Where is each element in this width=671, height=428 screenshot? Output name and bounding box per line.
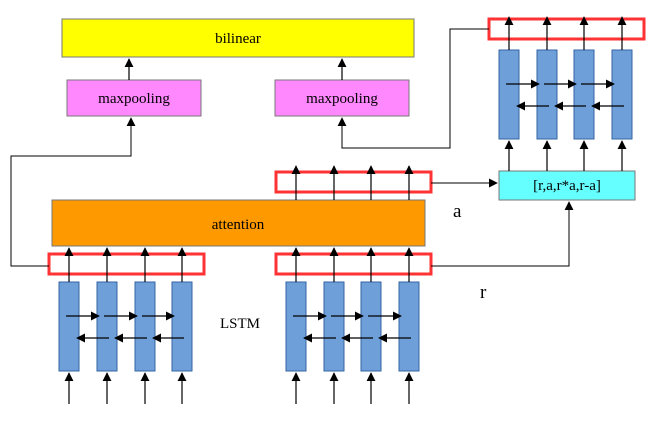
lstm-cell <box>171 281 193 372</box>
attention-output-highlight <box>274 170 433 194</box>
lstm-right-output-highlight <box>274 252 433 276</box>
maxpooling-right-label: maxpooling <box>306 91 378 107</box>
bilinear-label: bilinear <box>215 31 261 47</box>
bilinear-box: bilinear <box>61 18 415 58</box>
maxpooling-left-label: maxpooling <box>98 91 170 107</box>
attention-box: attention <box>51 199 426 247</box>
top-lstm-to-maxpooling-connector <box>337 28 489 149</box>
lstm-cell <box>323 281 345 372</box>
highlight-bars <box>47 17 646 276</box>
a-label: a <box>453 201 462 222</box>
lstm-cell <box>96 281 118 372</box>
top-lstm-output-highlight <box>487 17 646 41</box>
lstm-top-right <box>498 16 633 171</box>
lstm-label: LSTM <box>220 316 260 332</box>
lstm-left <box>58 247 193 404</box>
lstm-cell <box>573 49 595 140</box>
r-to-concat-connector <box>431 201 574 267</box>
lstm-left-output-highlight <box>47 252 206 276</box>
attention-output-arrows <box>291 165 414 200</box>
attention-label: attention <box>212 217 265 233</box>
connectors <box>10 28 574 267</box>
concat-box: [r,a,r*a,r-a] <box>498 170 636 201</box>
lstm-cell <box>360 281 382 372</box>
maxpooling-left-box: maxpooling <box>66 79 202 117</box>
lstm-cell <box>398 281 420 372</box>
lstm-right <box>285 247 420 404</box>
lstm-cell <box>498 49 520 140</box>
concat-label: [r,a,r*a,r-a] <box>533 178 601 194</box>
lstm-cell <box>611 49 633 140</box>
pool-to-bilinear-arrows <box>124 58 347 80</box>
lstm-cell <box>58 281 80 372</box>
r-label: r <box>480 282 487 303</box>
maxpooling-right-box: maxpooling <box>274 79 410 117</box>
lstm-cell <box>285 281 307 372</box>
left-lstm-to-maxpooling-connector <box>10 117 136 267</box>
lstm-cell <box>536 49 558 140</box>
lstm-cell <box>134 281 156 372</box>
